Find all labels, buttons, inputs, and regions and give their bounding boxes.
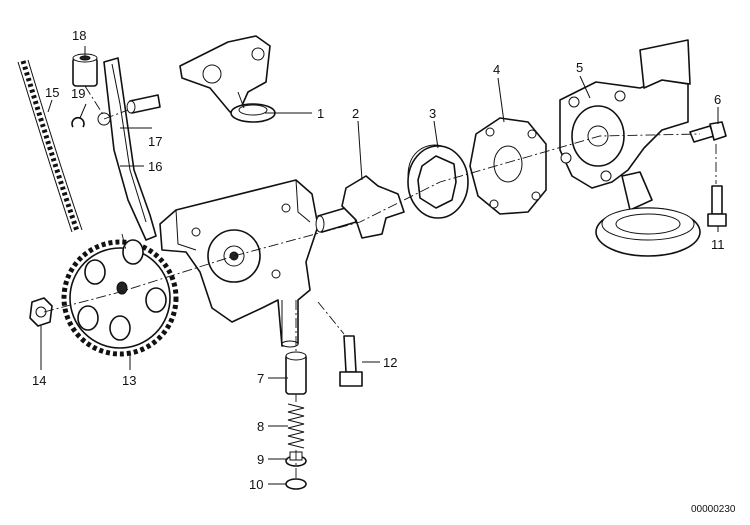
callout-17: 17 — [148, 134, 162, 149]
circlip — [71, 116, 85, 128]
rotor-ring — [407, 144, 469, 219]
snap-ring — [285, 478, 307, 490]
callouts: 1 2 3 4 5 6 7 8 9 10 11 12 13 14 15 16 1… — [32, 28, 725, 492]
guide-pin — [126, 94, 161, 114]
relief-valve-piston — [285, 351, 307, 395]
callout-3: 3 — [429, 106, 436, 121]
callout-4: 4 — [493, 62, 500, 77]
pickup-bolt — [707, 185, 727, 227]
callout-7: 7 — [257, 371, 264, 386]
callout-1: 1 — [317, 106, 324, 121]
oil-pump-assembly — [179, 35, 276, 123]
bushing — [72, 53, 98, 87]
callout-15: 15 — [45, 85, 59, 100]
callout-2: 2 — [352, 106, 359, 121]
callout-19: 19 — [71, 86, 85, 101]
callout-14: 14 — [32, 373, 46, 388]
timing-chain — [17, 59, 83, 233]
pump-cover-with-pickup — [559, 39, 701, 257]
callout-16: 16 — [148, 159, 162, 174]
nut — [29, 297, 53, 327]
catalog-number: 00000230 — [691, 504, 736, 515]
cover-plate — [469, 117, 547, 215]
oil-pump-housing — [159, 179, 319, 348]
sprocket — [61, 239, 179, 357]
callout-8: 8 — [257, 419, 264, 434]
callout-12: 12 — [383, 355, 397, 370]
cover-bolt — [689, 121, 727, 143]
callout-11: 11 — [711, 237, 725, 252]
callout-13: 13 — [122, 373, 136, 388]
callout-10: 10 — [249, 477, 263, 492]
assembly-axes — [43, 85, 717, 478]
leader-lines — [40, 46, 719, 485]
callout-18: 18 — [72, 28, 86, 43]
callout-9: 9 — [257, 452, 264, 467]
callout-6: 6 — [714, 92, 721, 107]
relief-valve-spring — [287, 403, 305, 449]
housing-bolt — [339, 335, 363, 387]
callout-5: 5 — [576, 60, 583, 75]
chain-guide — [97, 57, 157, 241]
